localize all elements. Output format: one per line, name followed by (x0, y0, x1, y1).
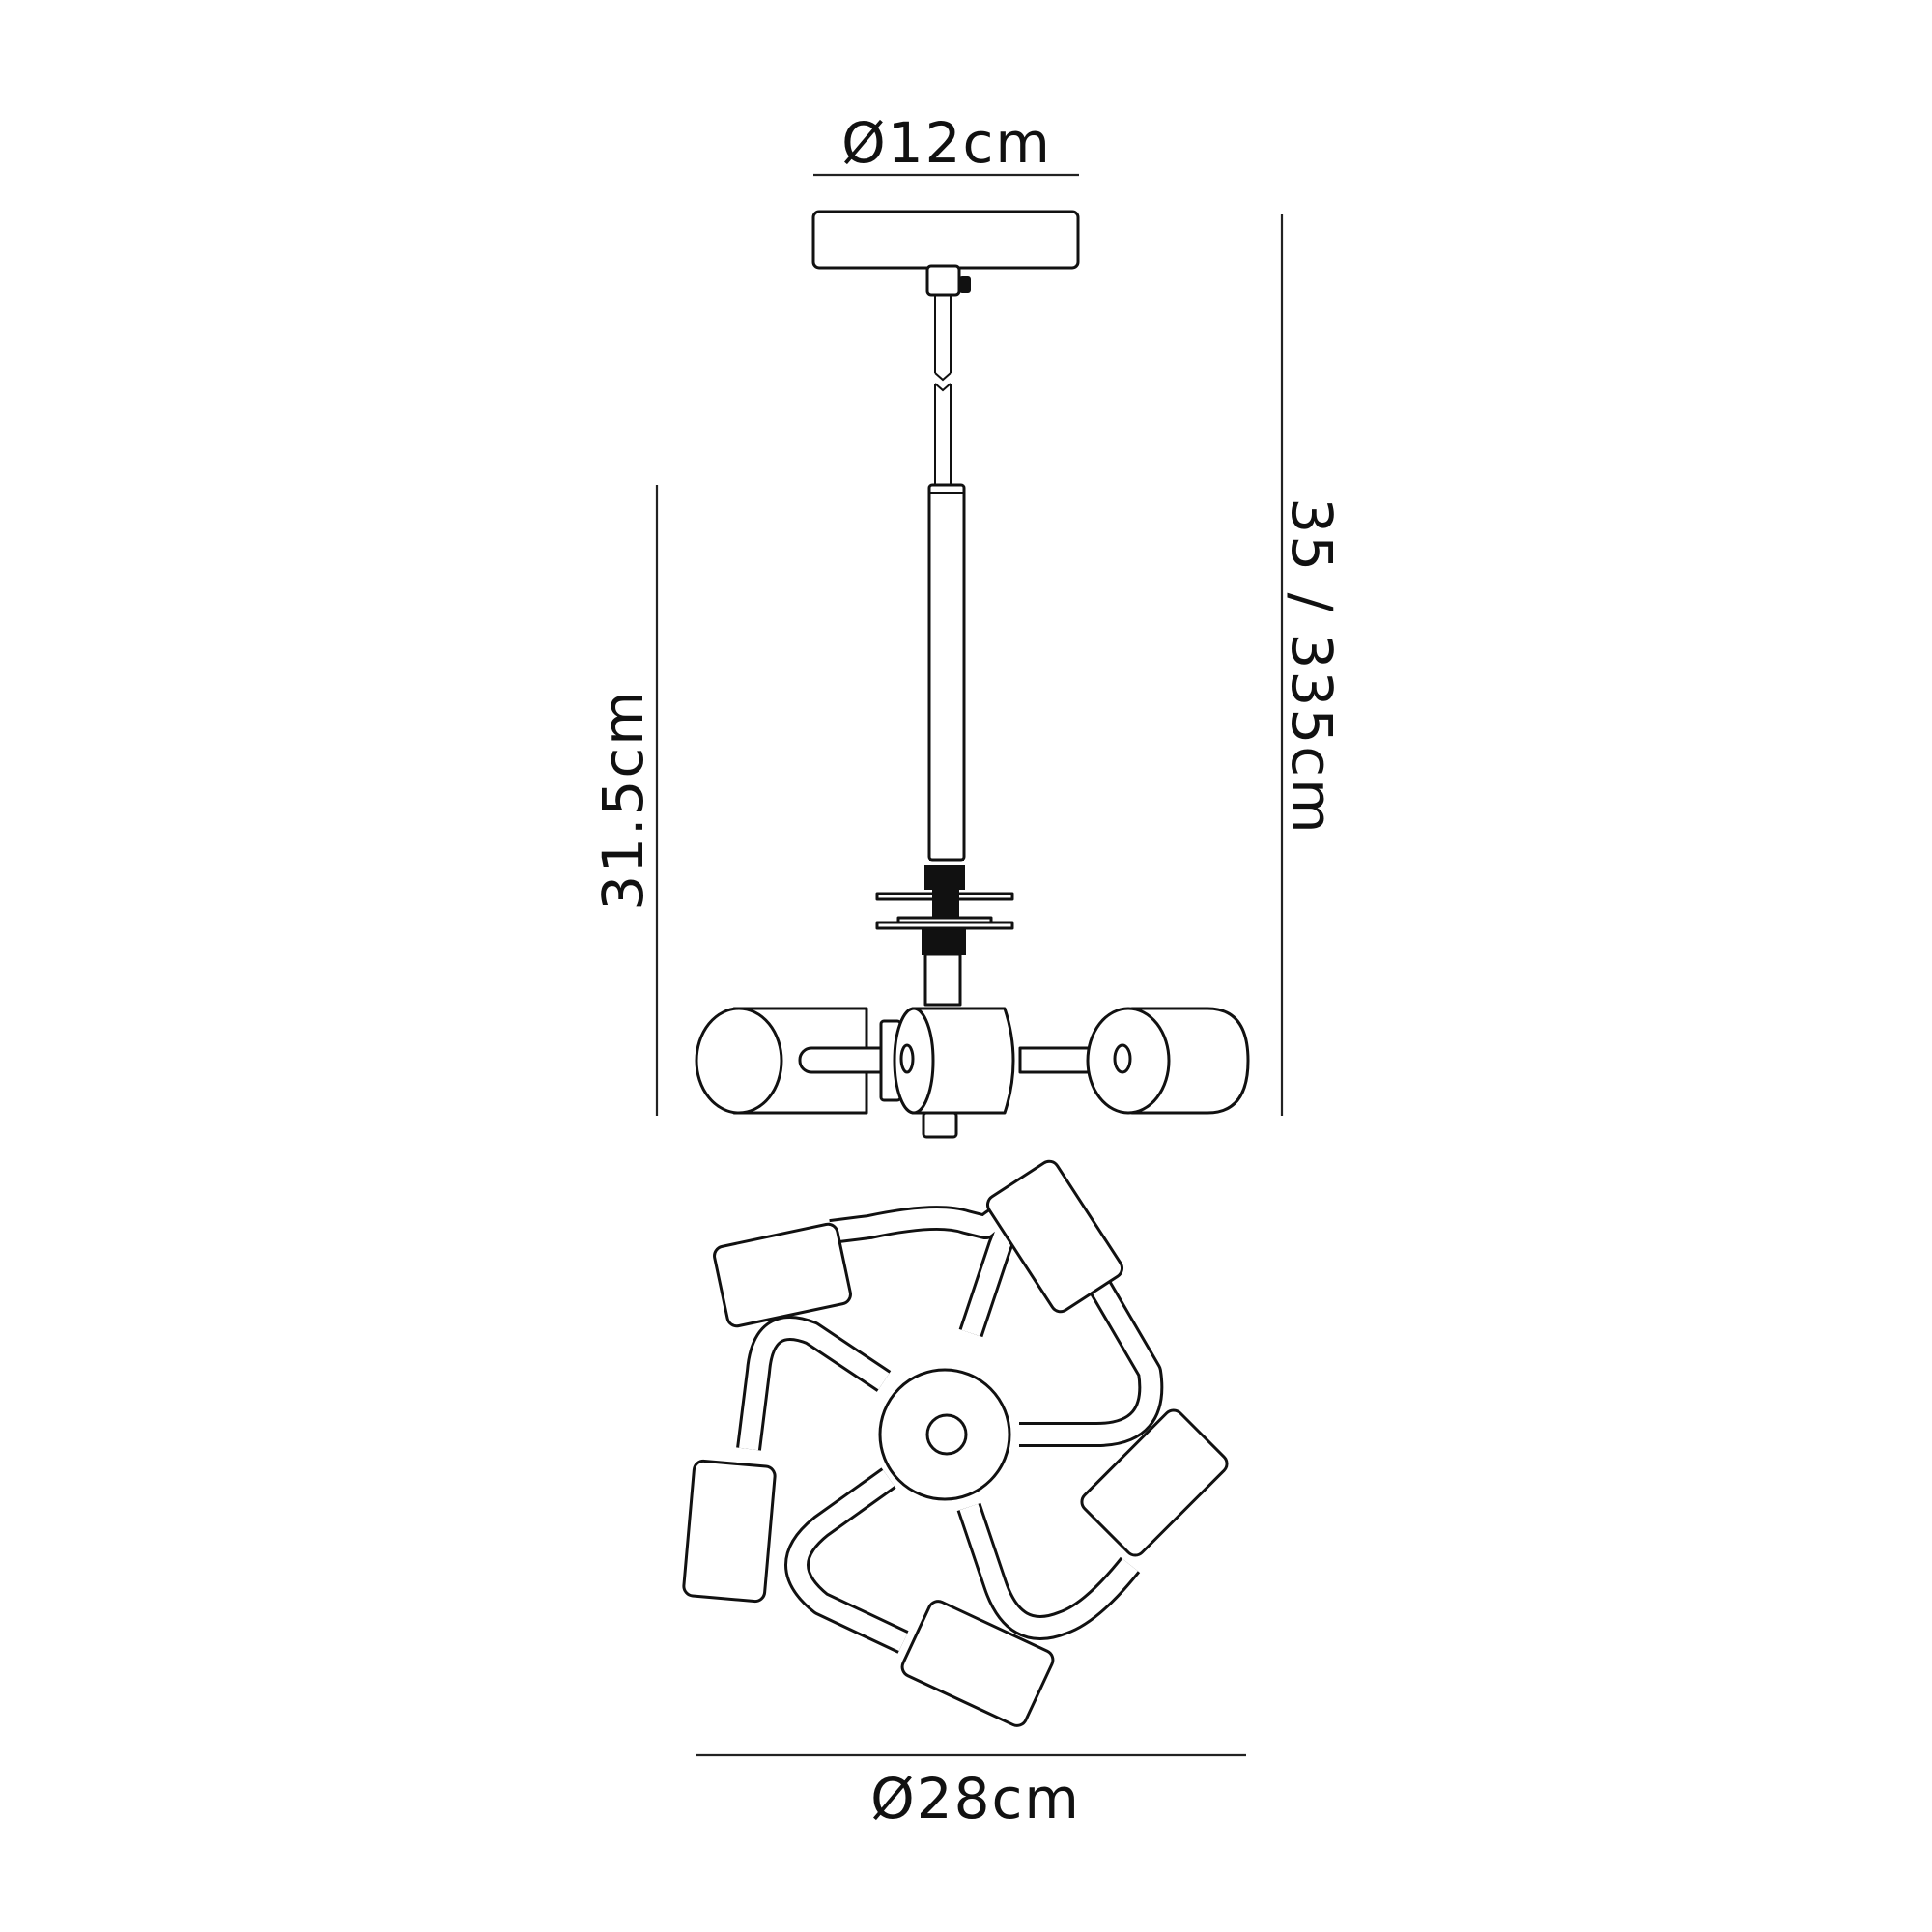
lower-washer (875, 921, 1014, 930)
plan-lamp-4 (900, 1600, 1055, 1727)
elevation-view (695, 210, 1250, 1139)
plan-hub-center (925, 1413, 968, 1456)
label-fixture-height: 31.5cm (590, 689, 656, 911)
stem-tube (927, 483, 966, 862)
cord-grip (925, 264, 961, 297)
plan-view (682, 1159, 1229, 1727)
center-hub (911, 1007, 1015, 1115)
plan-lamp-5 (682, 1459, 777, 1604)
label-overall-height: 35 / 335cm (1279, 497, 1345, 835)
plan-lamp-2 (985, 1159, 1124, 1314)
cable-break-icon (934, 372, 952, 382)
grip-screw (959, 276, 971, 293)
plan-lamp-3 (1080, 1408, 1229, 1557)
label-ceiling-plate-diameter: Ø12cm (841, 110, 1052, 176)
ceiling-plate (811, 210, 1080, 270)
bottom-finial (922, 1111, 958, 1139)
knurled-nut (924, 865, 965, 890)
plan-lamp-1 (713, 1222, 852, 1328)
label-fixture-diameter: Ø28cm (870, 1766, 1081, 1832)
